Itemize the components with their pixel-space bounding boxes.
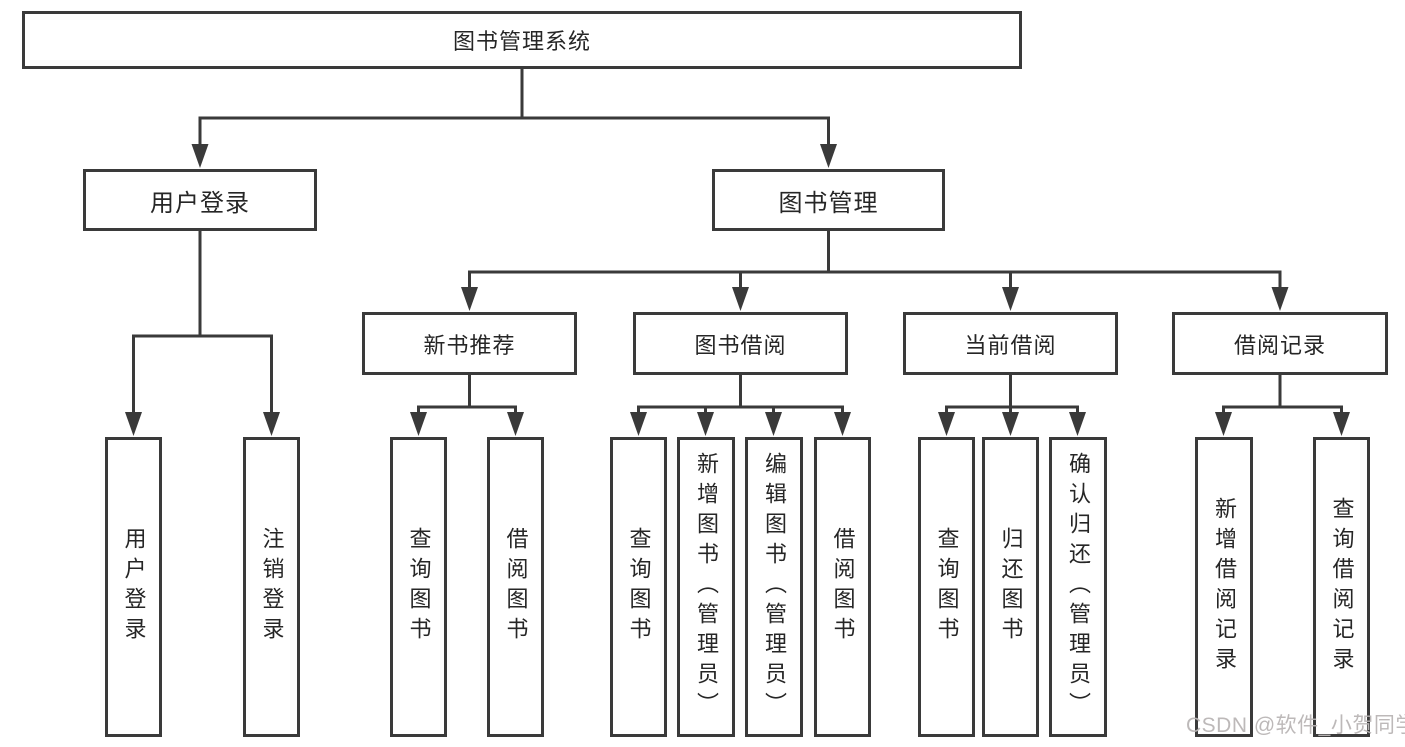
leaf-add-borrow-record: 新增借阅记录 xyxy=(1195,437,1253,737)
node-library-management-system: 图书管理系统 xyxy=(22,11,1022,69)
leaf-label: 确认归还（管理员） xyxy=(1066,452,1091,722)
node-book-management: 图书管理 xyxy=(712,169,945,231)
node-label: 用户登录 xyxy=(150,189,250,217)
node-borrowing-records: 借阅记录 xyxy=(1172,312,1388,375)
leaf-logout: 注销登录 xyxy=(243,437,300,737)
leaf-borrow-books: 借阅图书 xyxy=(487,437,544,737)
leaf-query-borrow-record: 查询借阅记录 xyxy=(1313,437,1370,737)
leaf-label: 用户登录 xyxy=(121,527,147,647)
node-new-book-recommendation: 新书推荐 xyxy=(362,312,577,375)
node-label: 当前借阅 xyxy=(964,332,1057,358)
node-label: 图书管理 xyxy=(778,189,879,217)
leaf-label: 借阅图书 xyxy=(830,527,856,647)
leaf-label: 查询图书 xyxy=(934,527,960,647)
leaf-query-books: 查询图书 xyxy=(610,437,667,737)
leaf-label: 编辑图书（管理员） xyxy=(762,452,787,722)
leaf-borrow-books: 借阅图书 xyxy=(814,437,871,737)
leaf-add-books-admin: 新增图书（管理员） xyxy=(677,437,735,737)
leaf-query-books: 查询图书 xyxy=(918,437,975,737)
node-label: 图书管理系统 xyxy=(452,29,591,54)
leaf-label: 查询图书 xyxy=(406,527,432,647)
leaf-label: 新增借阅记录 xyxy=(1212,497,1237,677)
leaf-user-login: 用户登录 xyxy=(105,437,162,737)
leaf-edit-books-admin: 编辑图书（管理员） xyxy=(745,437,803,737)
leaf-label: 查询图书 xyxy=(626,527,652,647)
leaf-label: 查询借阅记录 xyxy=(1329,497,1355,677)
leaf-label: 借阅图书 xyxy=(503,527,529,647)
leaf-label: 新增图书（管理员） xyxy=(694,452,719,722)
node-label: 新书推荐 xyxy=(423,332,516,358)
leaf-query-books: 查询图书 xyxy=(390,437,447,737)
leaf-return-books: 归还图书 xyxy=(982,437,1039,737)
node-user-login: 用户登录 xyxy=(83,169,317,231)
leaf-confirm-return-admin: 确认归还（管理员） xyxy=(1049,437,1107,737)
node-label: 借阅记录 xyxy=(1233,332,1326,358)
csdn-watermark: CSDN @软件_小贺同学 xyxy=(1186,714,1405,737)
leaf-label: 注销登录 xyxy=(259,527,285,647)
node-label: 图书借阅 xyxy=(694,332,787,358)
leaf-label: 归还图书 xyxy=(998,527,1024,647)
node-book-borrowing: 图书借阅 xyxy=(633,312,848,375)
node-current-borrowing: 当前借阅 xyxy=(903,312,1118,375)
